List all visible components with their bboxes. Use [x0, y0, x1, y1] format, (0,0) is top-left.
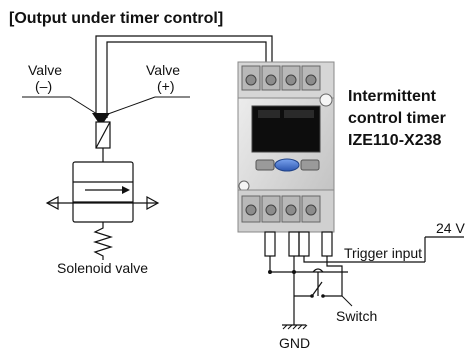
- bottom-cable-stubs: [264, 231, 333, 257]
- timer-button-right: [300, 159, 320, 171]
- valve-pos-label-line2: (+): [157, 78, 175, 94]
- timer-button-center: [274, 158, 300, 172]
- valve-pos-label-line1: Valve: [146, 62, 180, 78]
- timer-button-left: [255, 159, 275, 171]
- valve-neg-label-line2: (–): [35, 78, 52, 94]
- timer-device: [237, 61, 335, 233]
- trigger-input-label: Trigger input: [344, 245, 422, 261]
- output-wires: [95, 35, 273, 118]
- valve-neg-leader: [22, 96, 98, 115]
- valve-neg-label-line1: Valve: [28, 62, 62, 78]
- diagram-title: [Output under timer control]: [9, 10, 223, 27]
- gnd-label: GND: [279, 335, 310, 351]
- timer-label-line1: Intermittent: [348, 88, 437, 105]
- valve-pos-leader: [107, 96, 190, 115]
- top-terminals: [241, 65, 321, 91]
- switch-label: Switch: [336, 308, 377, 324]
- bottom-wiring: [268, 236, 464, 330]
- switch-contact: [311, 281, 323, 297]
- ground-symbol: [282, 324, 308, 330]
- solenoid-valve-symbol: [45, 113, 160, 260]
- solenoid-valve-label: Solenoid valve: [57, 260, 148, 276]
- voltage-label: 24 V: [436, 220, 465, 236]
- timer-model-label: IZE110-X238: [348, 132, 442, 149]
- bottom-terminals: [241, 195, 321, 223]
- timer-label-line2: control timer: [348, 110, 446, 127]
